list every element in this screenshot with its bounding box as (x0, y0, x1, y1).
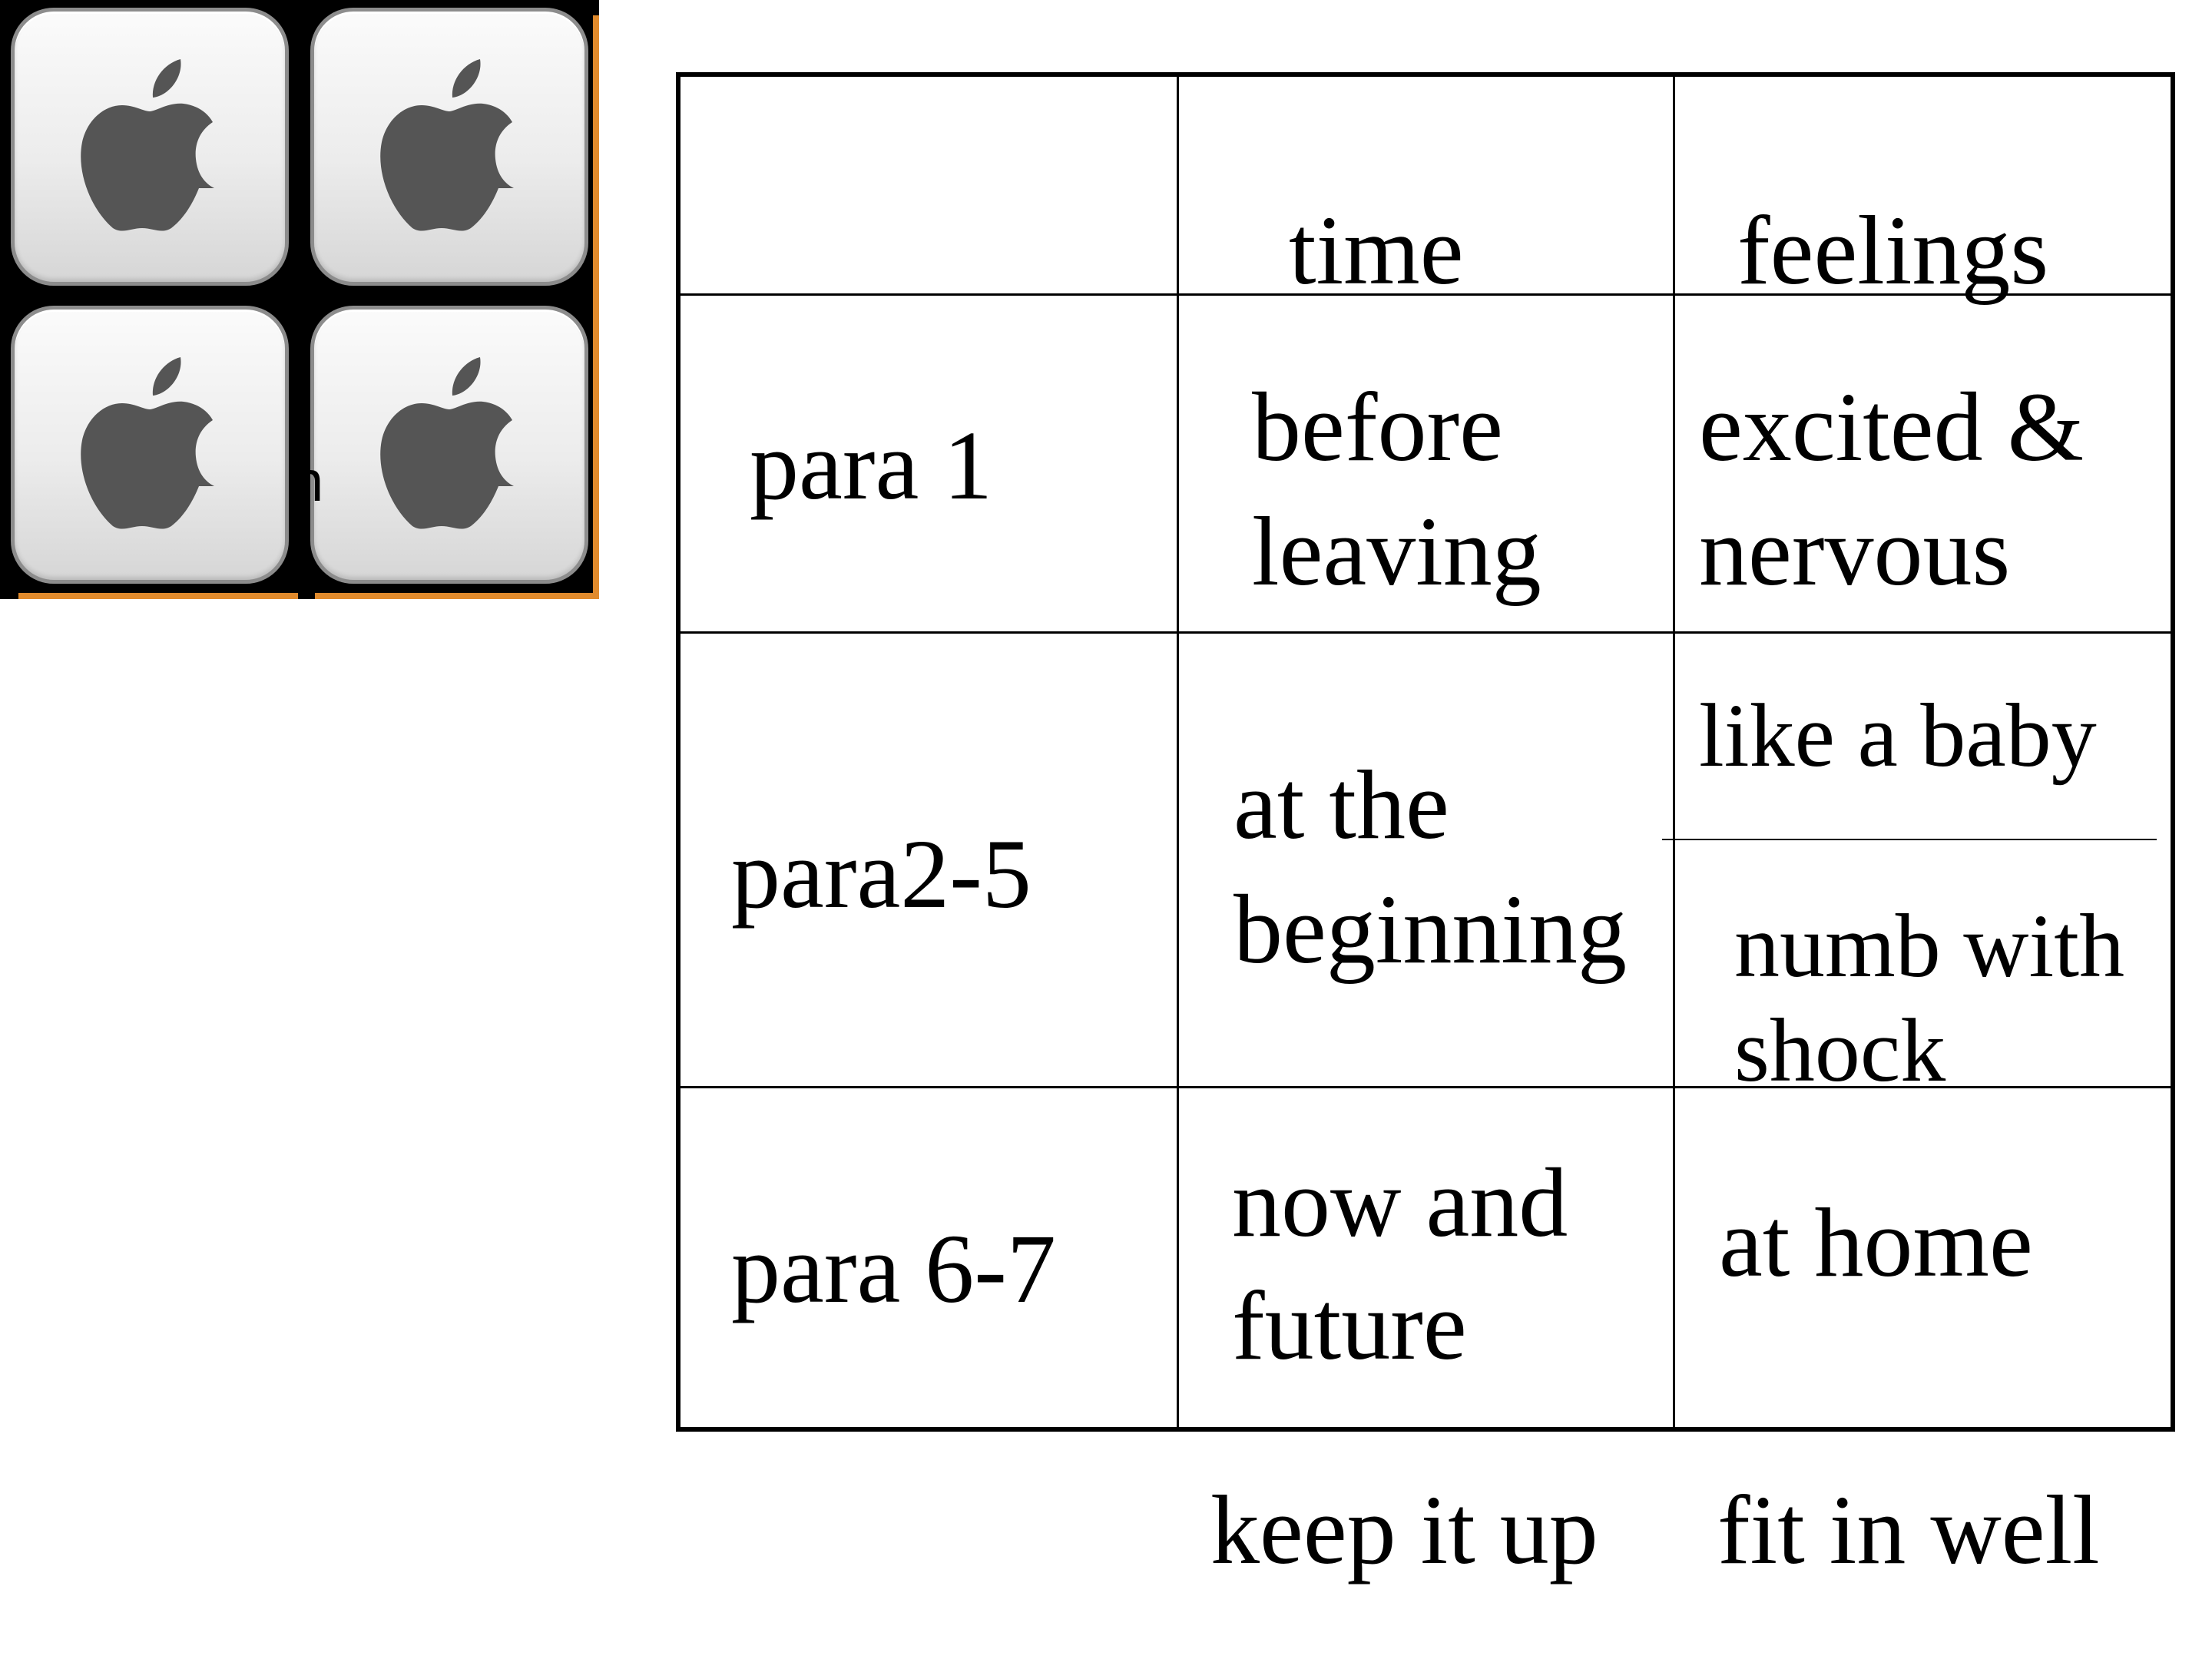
phrase-keep-it-up: keep it up (1210, 1475, 1598, 1584)
app-tile-4[interactable] (310, 306, 588, 584)
row-label-para-1: para 1 (750, 411, 993, 520)
apple-logo-icon (81, 357, 214, 529)
paragraph-table: time feelings para 1 before leaving exci… (676, 72, 2175, 1432)
row2-time-line1: at the (1233, 750, 1449, 859)
row3-time-line1: now and (1232, 1148, 1568, 1257)
row3-time-line2: future (1232, 1271, 1467, 1380)
apple-logo-icon (81, 59, 214, 231)
row2-feelings-bottom-line1: numb with (1734, 896, 2125, 996)
table-row-divider-3 (680, 1086, 2171, 1088)
header-feelings: feelings (1737, 196, 2049, 305)
apple-logo-icon (380, 357, 514, 529)
feelings-subdivider (1662, 839, 2157, 840)
row1-feelings-line2: nervous (1699, 497, 2011, 606)
row3-feelings: at home (1719, 1188, 2033, 1297)
row1-time-line1: before (1252, 373, 1503, 482)
grid-edge-bottom-right (315, 593, 599, 599)
row-label-para2-5: para2-5 (731, 820, 1031, 929)
grid-edge-right (593, 15, 599, 595)
table-col-divider-2 (1673, 77, 1675, 1427)
row-label-para-6-7: para 6-7 (731, 1214, 1056, 1323)
header-time: time (1289, 196, 1464, 305)
app-tile-1[interactable] (11, 8, 289, 286)
app-tile-3[interactable] (11, 306, 289, 584)
apple-logo-icon (380, 59, 514, 231)
table-row-divider-1 (680, 293, 2171, 296)
table-col-divider-1 (1177, 77, 1179, 1427)
app-icon-grid: n (0, 0, 599, 599)
app-tile-2[interactable] (310, 8, 588, 286)
stray-glyph: n (292, 449, 324, 513)
grid-edge-bottom-left (18, 593, 298, 599)
row2-feelings-bottom-line2: shock (1734, 1000, 1946, 1101)
table-row-divider-2 (680, 631, 2171, 634)
row2-time-line2: beginning (1233, 875, 1627, 984)
row1-feelings-line1: excited & (1699, 373, 2085, 482)
row1-time-line2: leaving (1252, 497, 1541, 606)
phrase-fit-in-well: fit in well (1717, 1475, 2100, 1584)
row2-feelings-top: like a baby (1699, 685, 2097, 786)
